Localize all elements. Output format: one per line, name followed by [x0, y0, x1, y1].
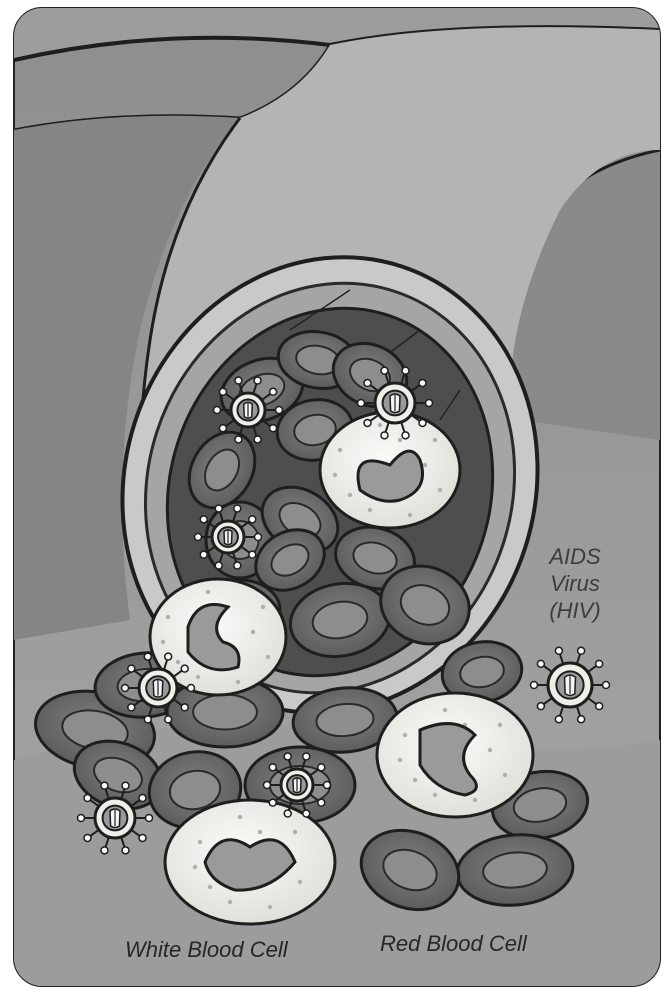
hiv-label: AIDS Virus (HIV)	[520, 543, 630, 624]
white-blood-cell	[165, 800, 335, 924]
hiv-label-line: (HIV)	[520, 597, 630, 624]
white-blood-cell	[320, 412, 460, 528]
red-blood-cell-label: Red Blood Cell	[380, 931, 527, 957]
hiv-label-line: Virus	[520, 570, 630, 597]
hiv-label-line: AIDS	[520, 543, 630, 570]
white-blood-cell-label: White Blood Cell	[125, 937, 288, 963]
white-blood-cell	[377, 693, 533, 817]
